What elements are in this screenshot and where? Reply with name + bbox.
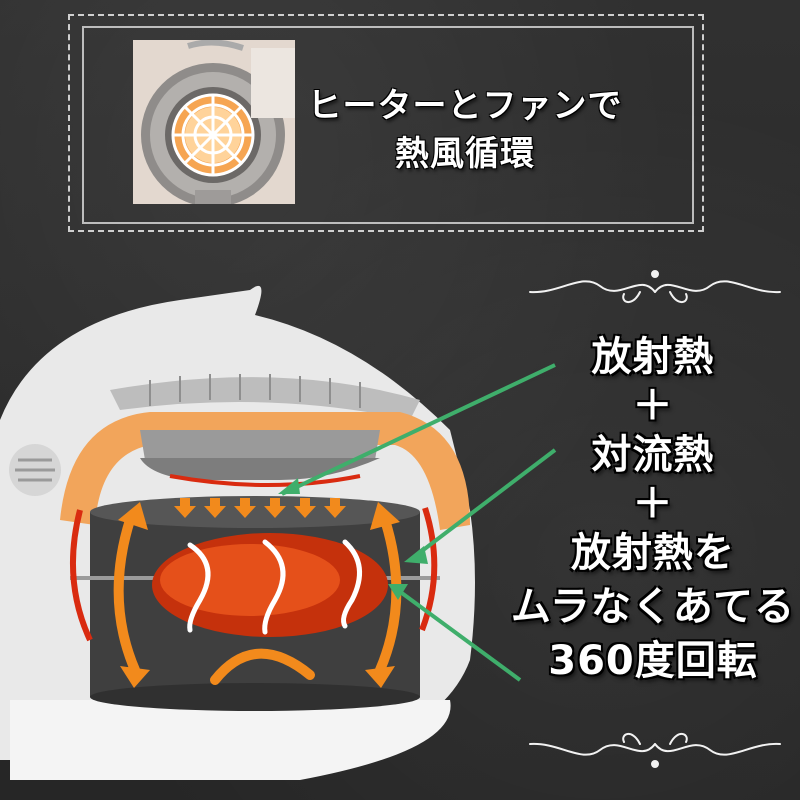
rotation-arrows <box>187 539 363 635</box>
radiant-left <box>69 509 93 642</box>
side-grille-lines <box>15 458 55 482</box>
feature-360-rotation: 360度回転 <box>548 638 758 684</box>
feature-radiant-heat: 放射熱 <box>591 334 715 380</box>
cooker-illustration <box>0 285 557 780</box>
headline-text: ヒーターとファンで 熱風循環 <box>300 82 630 178</box>
heater-element <box>169 474 361 487</box>
plus-sign-1: ＋ <box>632 383 674 429</box>
pointer-lines <box>281 363 557 682</box>
feature-text-block: 放射熱 ＋ 対流熱 ＋ 放射熱を ムラなくあてる 360度回転 <box>508 330 798 688</box>
bottom-ornament-divider <box>529 733 781 768</box>
top-ornament-divider <box>529 270 781 303</box>
pointer-arrowheads <box>278 478 428 600</box>
heater-fan-photo <box>133 40 295 204</box>
convection-arrow-heads <box>118 502 400 688</box>
top-panel-frame <box>68 14 704 232</box>
feature-convection-heat: 対流熱 <box>591 432 715 478</box>
top-panel-inner-frame <box>82 26 694 224</box>
feature-radiant-heat-2: 放射熱を <box>571 530 735 576</box>
plus-sign-2: ＋ <box>632 481 674 527</box>
top-vent <box>110 377 420 420</box>
heater-fan-image <box>133 40 295 204</box>
vent-slots <box>149 374 361 408</box>
food-roll-highlight <box>160 544 340 616</box>
feature-evenly: ムラなくあてる <box>510 584 796 630</box>
convection-arrows <box>113 515 402 685</box>
appliance-base <box>10 700 451 780</box>
chamber-bottom-rim <box>90 683 420 711</box>
heater-plate <box>140 430 380 460</box>
headline-line1: ヒーターとファンで <box>307 86 623 126</box>
radiant-right <box>419 507 438 632</box>
down-heat-arrows <box>174 498 346 518</box>
headline-line2: 熱風循環 <box>395 134 535 174</box>
